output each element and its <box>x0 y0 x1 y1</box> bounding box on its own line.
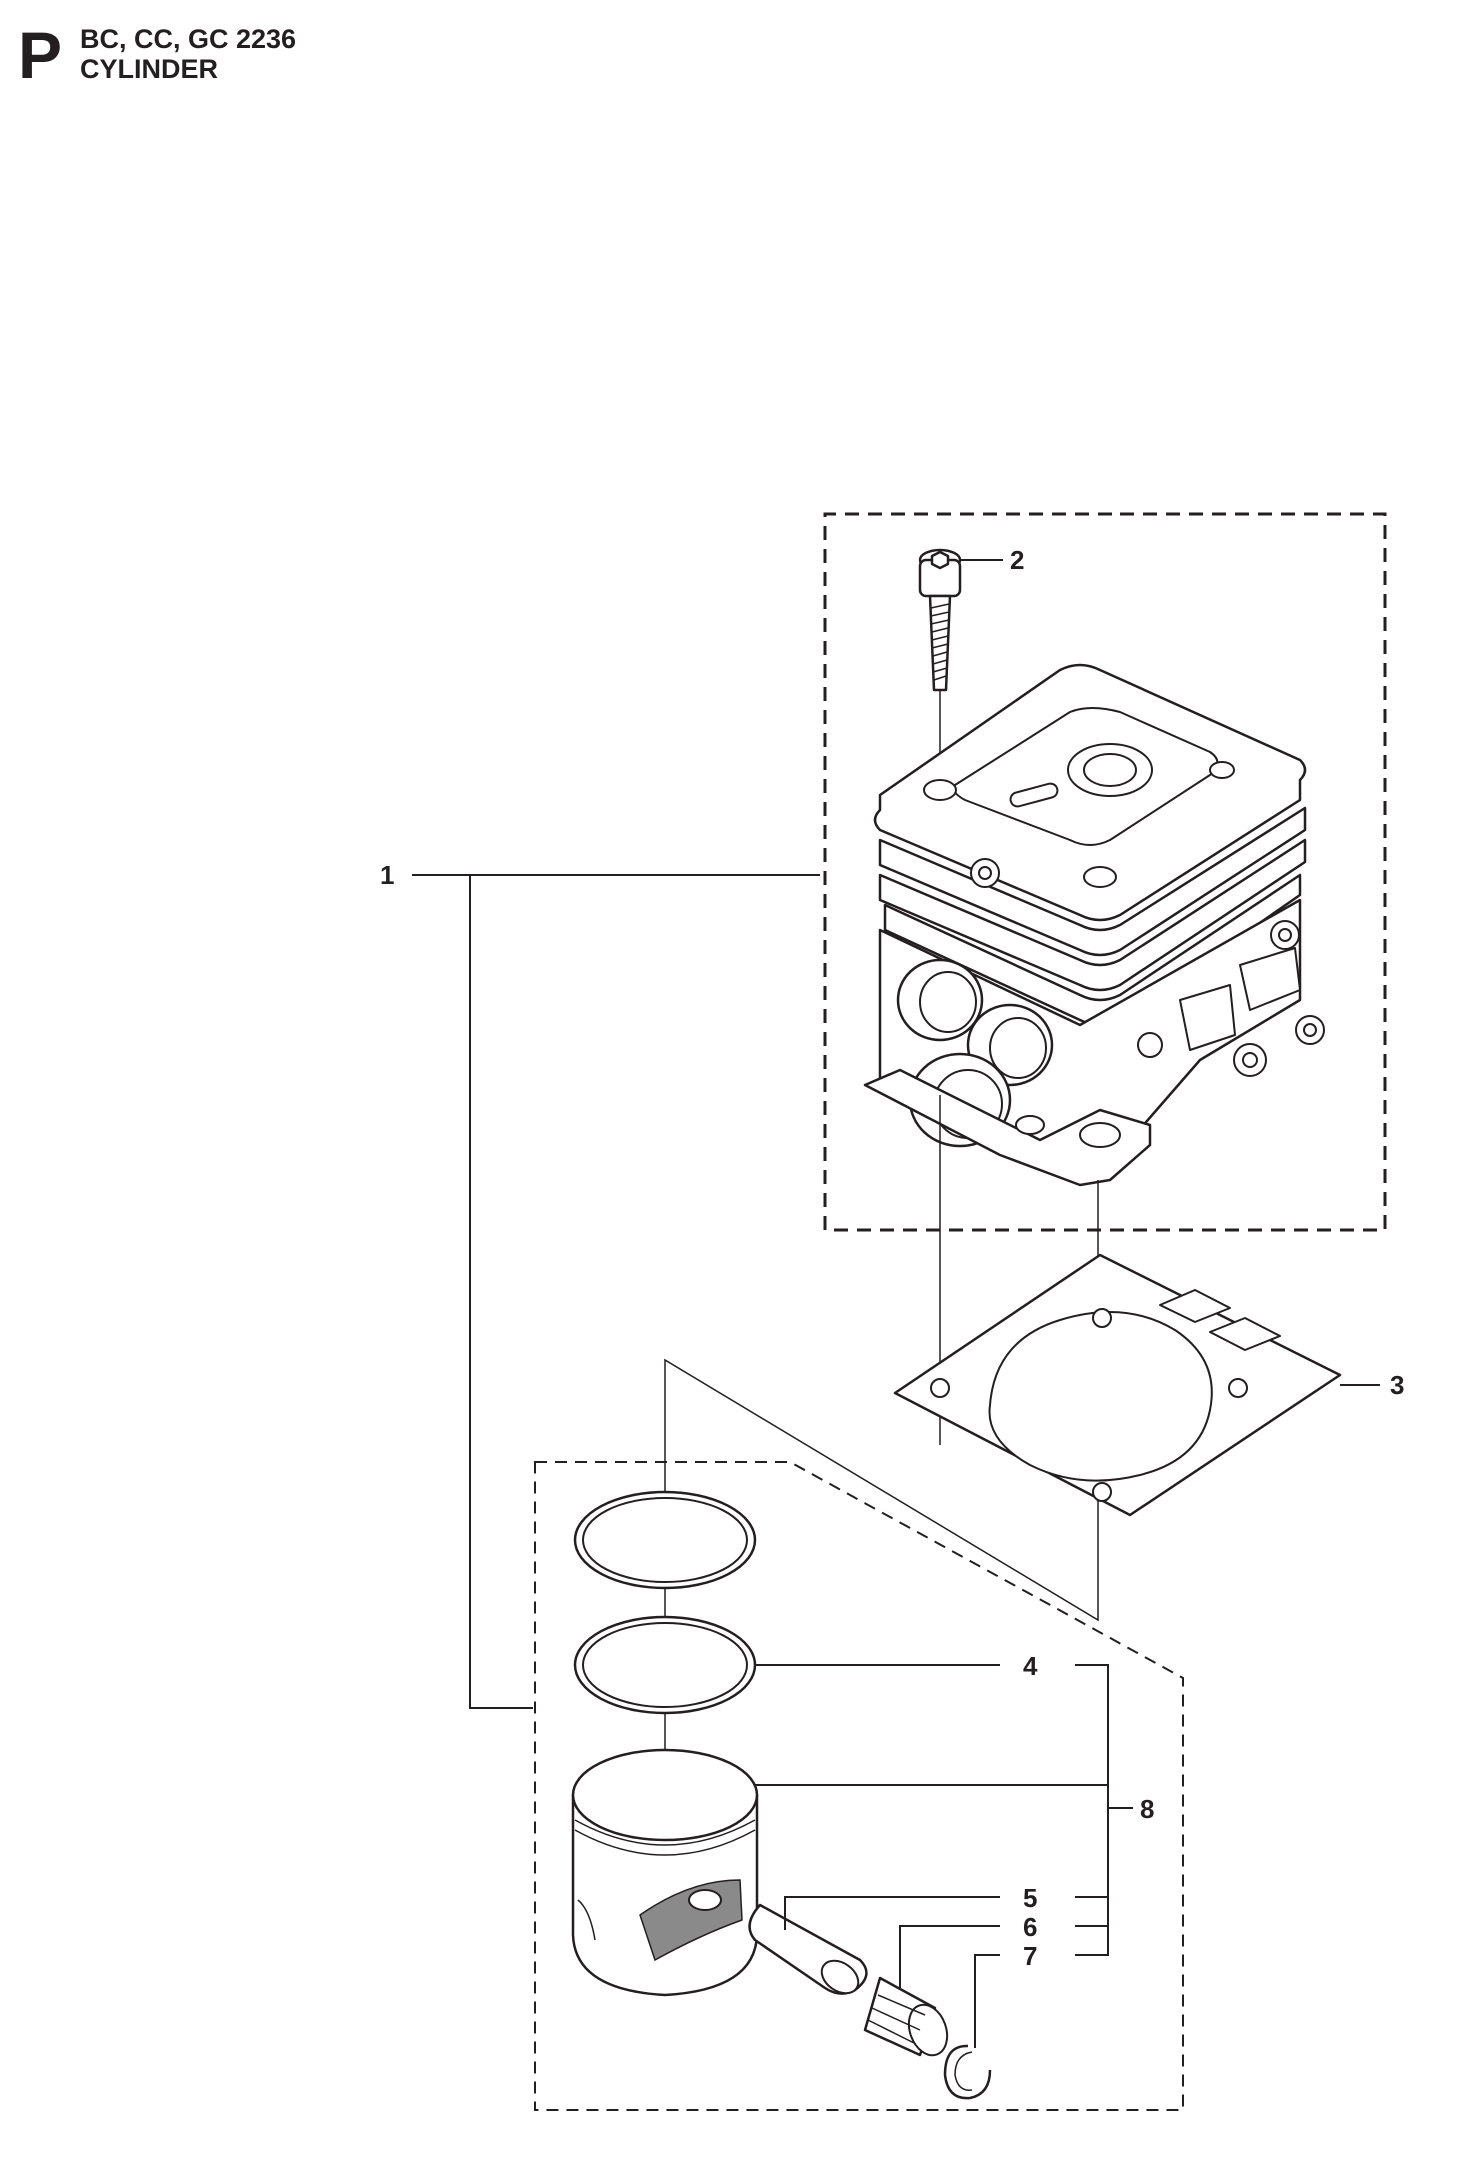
callout-1: 1 <box>380 860 394 890</box>
cylinder-group-box <box>823 512 1387 1232</box>
callout-8: 8 <box>1140 1794 1154 1824</box>
callout-1-bracket <box>469 875 533 1709</box>
callout-8-bracket <box>1075 1664 1109 1956</box>
piston-part <box>571 1748 759 1997</box>
piston-pin-part <box>748 1903 868 1995</box>
callout-7: 7 <box>1023 1941 1037 1971</box>
page-header: P BC, CC, GC 2236 CYLINDER <box>18 22 618 92</box>
callout-2: 2 <box>1010 545 1024 575</box>
piston-ring-part <box>573 1490 757 1590</box>
needle-bearing-part <box>863 1976 949 2057</box>
callout-4: 4 <box>1023 1651 1038 1681</box>
page-title: CYLINDER <box>80 54 219 84</box>
cylinder-part <box>863 663 1325 1187</box>
callout-5: 5 <box>1023 1883 1037 1913</box>
callout-3: 3 <box>1390 1370 1404 1400</box>
callout-6: 6 <box>1023 1912 1037 1942</box>
screw-part <box>918 548 962 790</box>
callout-7-leader <box>974 1954 1000 2048</box>
guide-line <box>664 1358 1099 1622</box>
callout-5-leader <box>784 1896 1000 1930</box>
model-line: BC, CC, GC 2236 <box>80 24 297 54</box>
gasket-part <box>893 1253 1342 1517</box>
circlip-part <box>943 2044 992 2100</box>
section-letter: P <box>18 18 63 92</box>
piston-kit-group-box <box>534 1461 1184 2111</box>
callout-6-leader <box>899 1925 1000 1990</box>
piston-ring-part <box>573 1615 757 1715</box>
